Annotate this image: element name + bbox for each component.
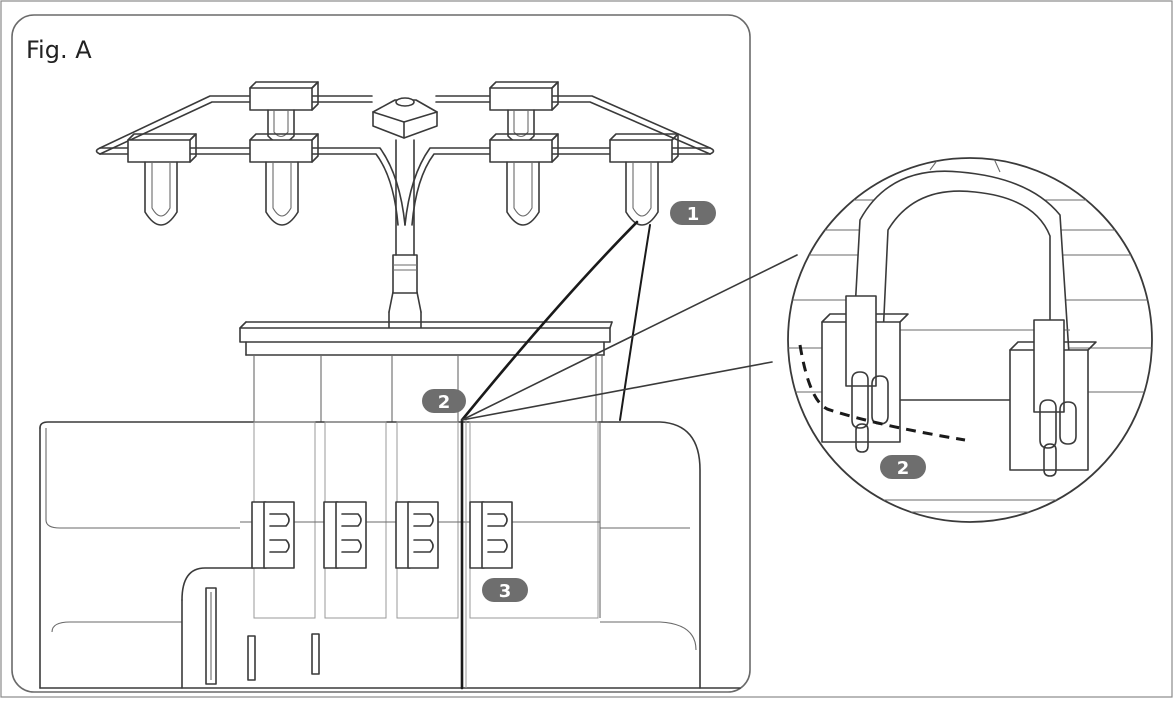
callout-badge-2: 2 xyxy=(422,389,466,413)
callout-label-3: 3 xyxy=(499,581,512,602)
callout-label-2: 2 xyxy=(438,392,451,413)
serger-machine xyxy=(39,321,741,689)
zoom-callout xyxy=(461,157,1153,523)
callout-label-2-zoom: 2 xyxy=(897,458,910,479)
thread-stand xyxy=(95,81,715,341)
figure-panel xyxy=(11,14,751,693)
callout-badge-3: 3 xyxy=(482,578,528,602)
callout-badge-1: 1 xyxy=(670,201,716,225)
figure-title: Fig. A xyxy=(26,36,92,64)
callout-label-1: 1 xyxy=(687,204,700,225)
callout-badge-2-zoom: 2 xyxy=(880,455,926,479)
thread-path xyxy=(460,220,651,690)
